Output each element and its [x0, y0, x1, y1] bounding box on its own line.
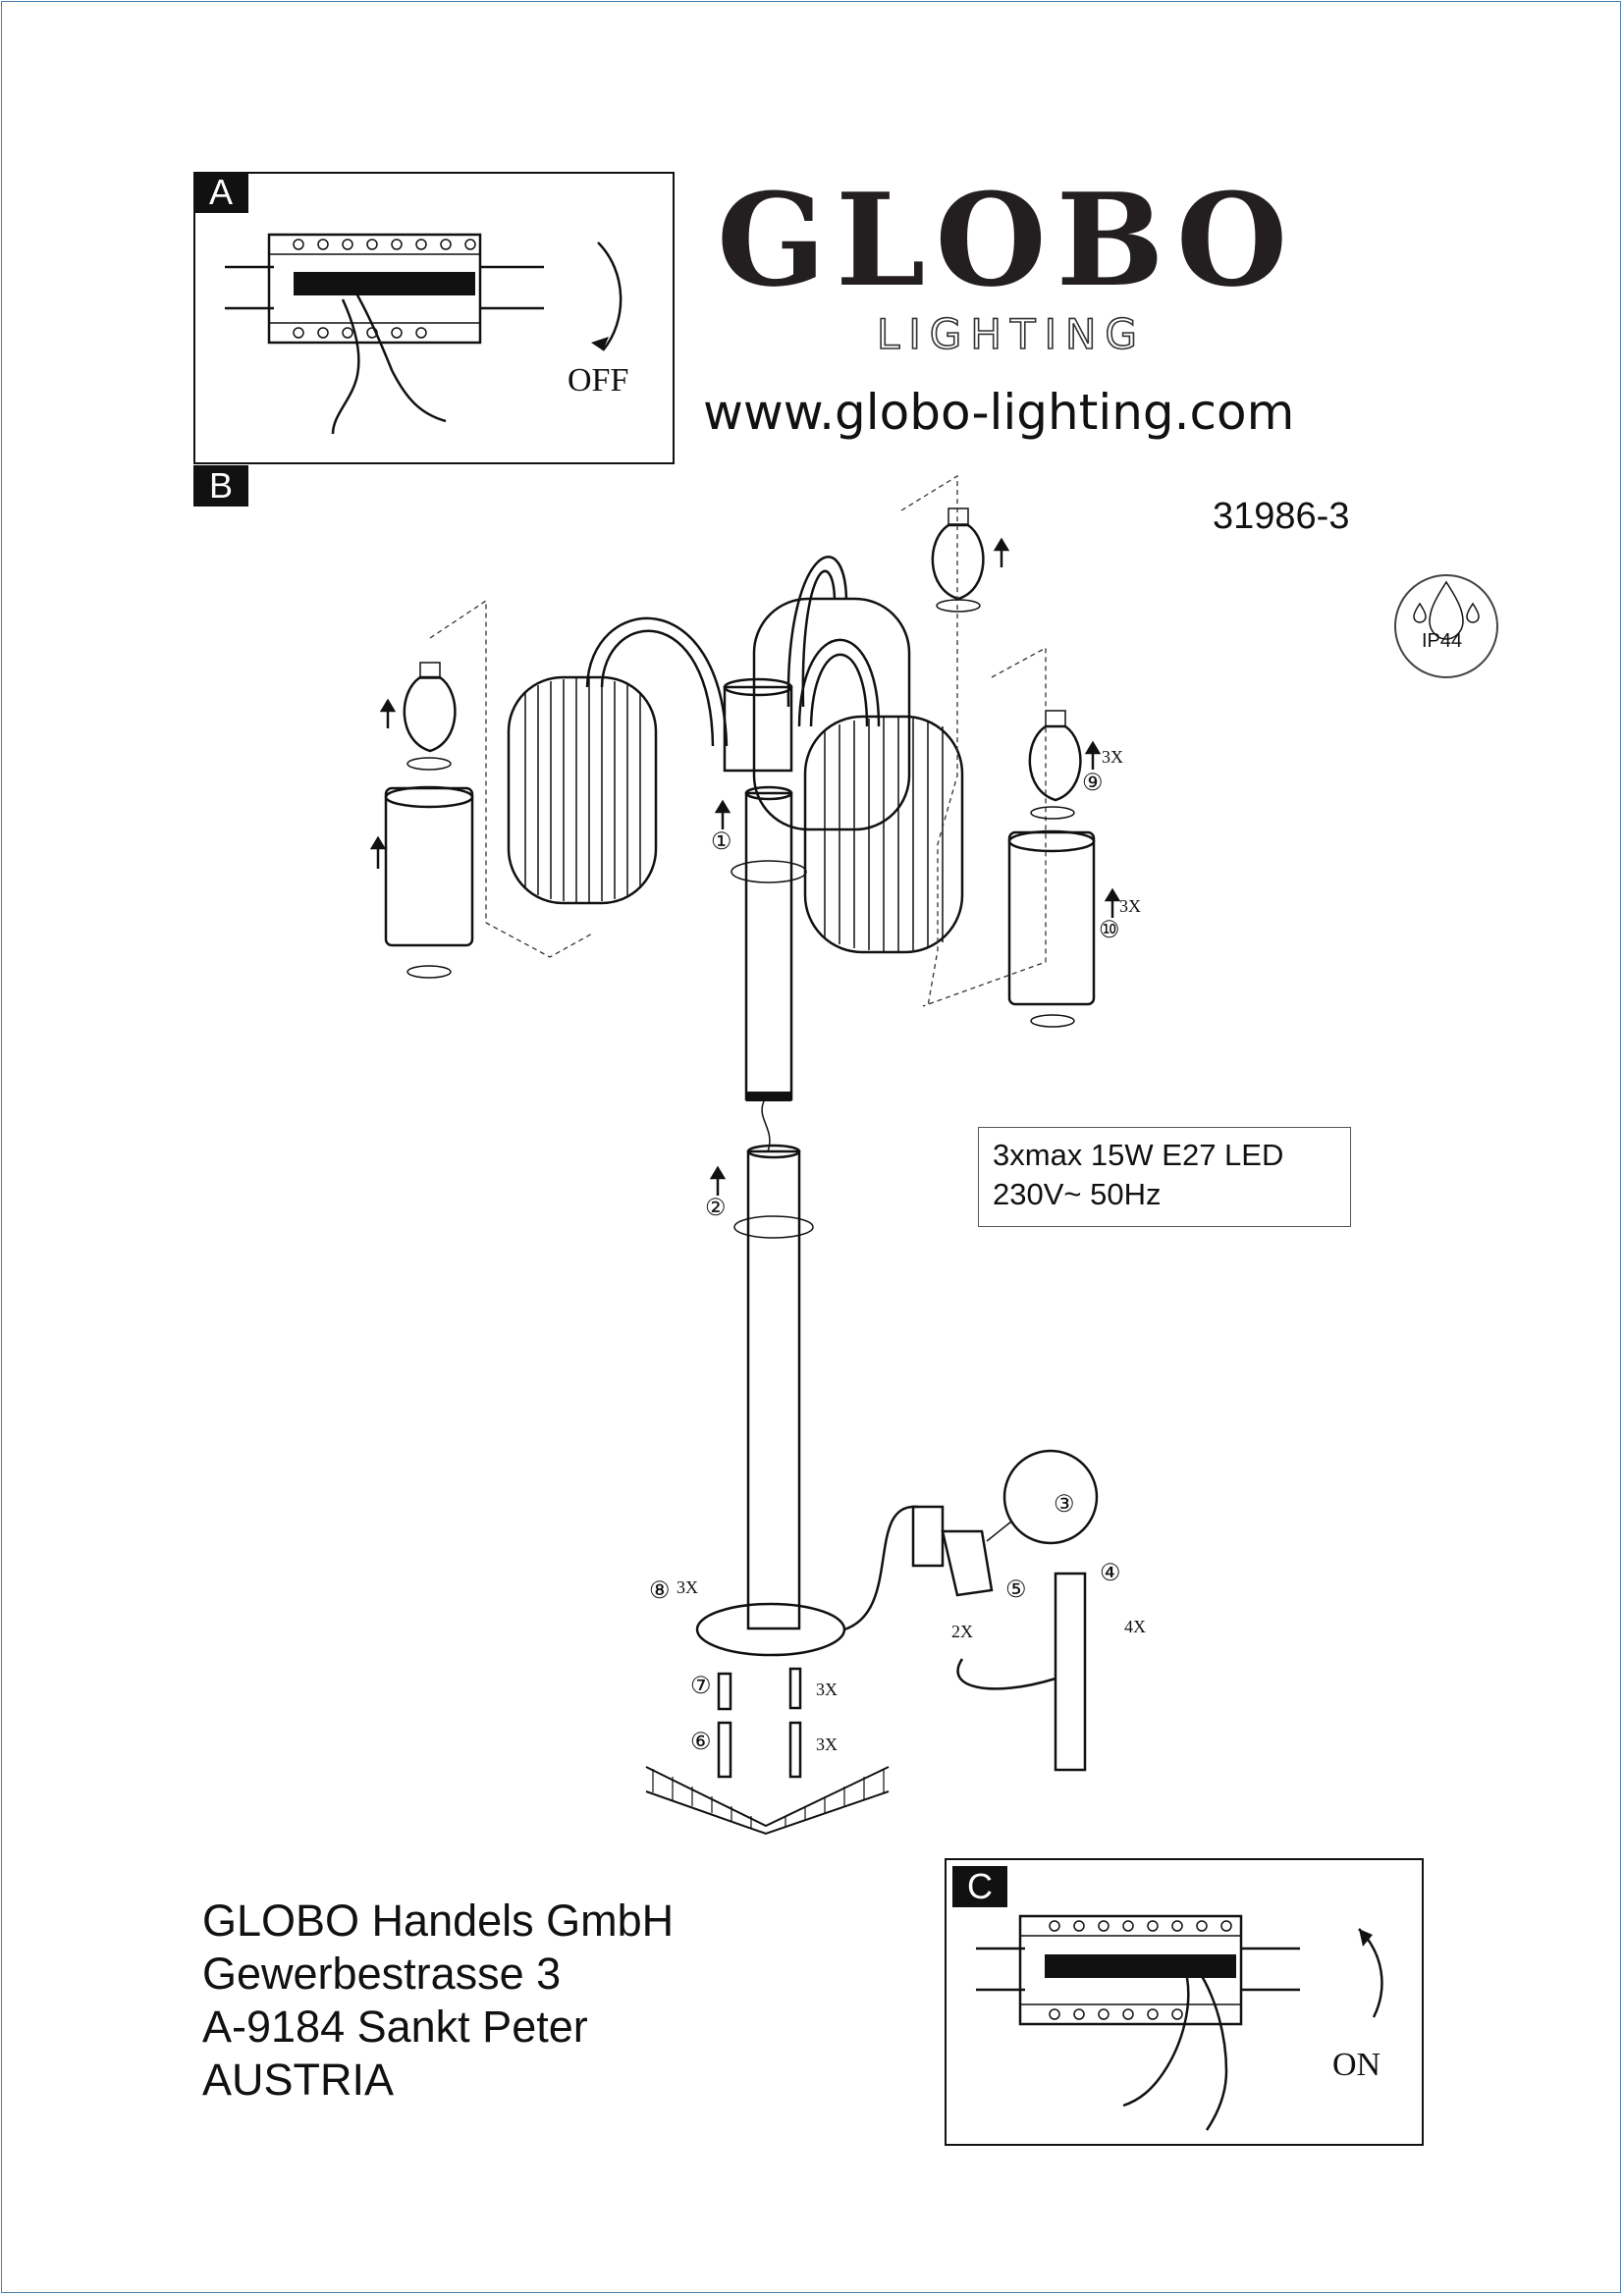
quantity-step-7: 3X	[816, 1680, 838, 1699]
company-city: A-9184 Sankt Peter	[202, 2002, 588, 2052]
quantity-step-9: 3X	[1102, 747, 1123, 767]
brand-logo: GLOBO	[717, 165, 1298, 315]
ip-rating-badge	[1394, 574, 1498, 678]
company-address: GLOBO Handels GmbH Gewerbestrasse 3 A-91…	[202, 1895, 674, 2107]
website-url: www.globo-lighting.com	[703, 384, 1295, 441]
step-6-label: ⑥	[690, 1730, 712, 1755]
model-number: 31986-3	[1213, 496, 1350, 537]
spec-box: 3xmax 15W E27 LED 230V~ 50Hz	[978, 1127, 1351, 1227]
company-street: Gewerbestrasse 3	[202, 1949, 562, 1999]
quantity-step-4: 4X	[1124, 1617, 1146, 1636]
company-name: GLOBO Handels GmbH	[202, 1896, 675, 1946]
step-8-label: ⑧	[649, 1578, 671, 1604]
panel-c-switch-on: C ON	[945, 1858, 1424, 2146]
panel-b-tag: B	[193, 465, 248, 507]
panel-a-off-label: OFF	[568, 362, 629, 399]
step-5-label: ⑤	[1005, 1577, 1027, 1603]
company-country: AUSTRIA	[202, 2055, 395, 2105]
breaker-on-illustration	[976, 1914, 1383, 2131]
spec-bulb: 3xmax 15W E27 LED	[993, 1138, 1284, 1172]
breaker-off-illustration	[225, 233, 623, 435]
panel-c-tag: C	[952, 1866, 1007, 1907]
quantity-step-8: 3X	[677, 1577, 698, 1597]
step-1-label: ①	[711, 829, 732, 855]
quantity-step-6: 3X	[816, 1735, 838, 1754]
panel-a-tag: A	[193, 172, 248, 213]
step-3-label: ③	[1054, 1492, 1075, 1518]
spec-voltage: 230V~ 50Hz	[993, 1177, 1162, 1211]
panel-a-switch-off: A OFF	[193, 172, 675, 464]
brand-subtitle: LIGHTING	[876, 309, 1146, 359]
step-2-label: ②	[705, 1196, 727, 1221]
quantity-step-10: 3X	[1119, 896, 1141, 916]
step-9-label: ⑨	[1082, 771, 1104, 796]
ip-rating-label: IP44	[1422, 630, 1463, 652]
step-10-label: ⑩	[1099, 918, 1120, 943]
quantity-step-5: 2X	[951, 1622, 973, 1641]
panel-c-on-label: ON	[1332, 2047, 1381, 2083]
step-7-label: ⑦	[690, 1674, 712, 1699]
step-4-label: ④	[1100, 1561, 1121, 1586]
